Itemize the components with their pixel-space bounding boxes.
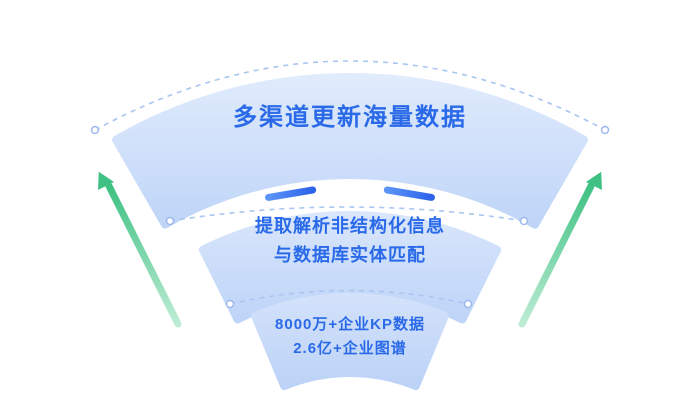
accent-dash-right [383, 186, 435, 201]
arc-endpoint-dot [90, 125, 100, 135]
arc-endpoint-dot [519, 216, 529, 226]
inner-dashed-arc [229, 289, 469, 305]
tier-3-label-line2: 2.6亿+企业图谱 [293, 340, 407, 357]
arc-endpoint-dot [225, 299, 235, 309]
right-growth-arrow-icon [518, 171, 602, 328]
arc-endpoint-dot [600, 125, 610, 135]
tier-1-label: 多渠道更新海量数据 [233, 104, 467, 131]
tier-2-label-line2: 与数据库实体匹配 [274, 245, 426, 265]
arc-endpoint-dot [165, 216, 175, 226]
arc-endpoint-dot [463, 299, 473, 309]
accent-dash-left [265, 186, 317, 201]
tier-3-label-line1: 8000万+企业KP数据 [275, 316, 425, 333]
tier-2-label-line1: 提取解析非结构化信息 [255, 216, 445, 236]
left-growth-arrow-icon [98, 171, 182, 328]
tier-3-band [251, 293, 449, 391]
tier-1-band [112, 73, 588, 229]
